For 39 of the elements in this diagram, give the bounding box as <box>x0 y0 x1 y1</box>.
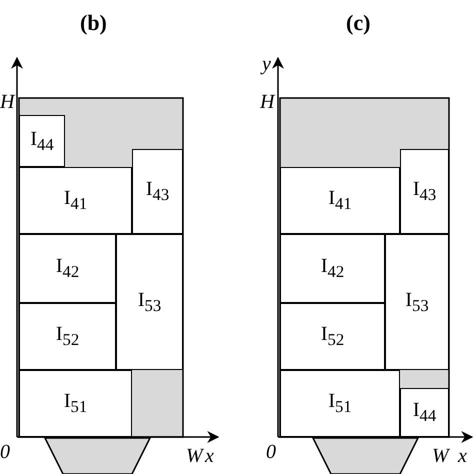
item-rectangle <box>280 167 400 234</box>
item-rectangle <box>19 115 65 167</box>
item-label: I$_{51}$ <box>328 390 352 417</box>
axis-label: y <box>262 54 271 74</box>
axis-label: W <box>432 446 449 466</box>
item-rectangle <box>280 370 400 437</box>
axis-label: 0 <box>0 442 10 462</box>
item-label: I$_{53}$ <box>405 288 429 316</box>
item-label: I$_{42}$ <box>320 255 344 282</box>
item-rectangle <box>116 234 183 370</box>
item-label: I$_{44}$ <box>412 399 436 426</box>
item-label: I$_{52}$ <box>320 323 344 350</box>
item-label: I$_{41}$ <box>328 187 352 214</box>
item-rectangle <box>19 167 132 234</box>
item-label: I$_{51}$ <box>64 390 88 417</box>
item-rectangle <box>400 388 449 437</box>
item-label: I$_{53}$ <box>138 288 162 316</box>
axis-label: W <box>186 446 203 466</box>
item-label: I$_{43}$ <box>146 178 170 205</box>
item-rectangle <box>19 303 116 370</box>
panel-title: (b) <box>80 12 107 34</box>
item-label: I$_{43}$ <box>412 178 436 205</box>
item-rectangle <box>19 370 132 437</box>
axis-label: 0 <box>266 442 276 462</box>
item-rectangle <box>19 234 116 303</box>
item-label: I$_{44}$ <box>30 128 54 154</box>
item-rectangle <box>400 149 449 234</box>
item-label: I$_{41}$ <box>64 187 88 214</box>
item-label: I$_{42}$ <box>56 255 80 282</box>
axis-label: x <box>458 446 467 466</box>
panel-title: (c) <box>346 12 370 34</box>
axis-label: H <box>260 92 274 112</box>
axis-label: H <box>0 92 14 112</box>
item-rectangle <box>280 303 385 370</box>
item-rectangle <box>132 149 183 234</box>
item-rectangle <box>280 234 385 303</box>
axis-label: x <box>205 446 214 466</box>
item-label: I$_{52}$ <box>56 323 80 350</box>
item-rectangle <box>385 234 449 370</box>
